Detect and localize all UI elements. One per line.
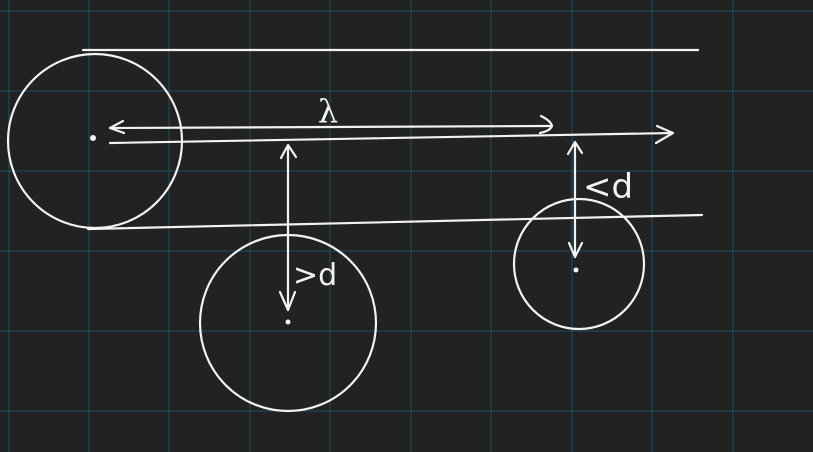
wavelength-label: λ <box>318 92 338 130</box>
less-than-d-label: <d <box>583 167 633 207</box>
wavelength-arrow <box>108 114 554 135</box>
far-obstacle-center-dot <box>285 319 291 325</box>
greater-than-d-label: >d <box>293 258 337 293</box>
beam-bottom-line <box>86 213 704 231</box>
near-obstacle-circle <box>512 197 646 331</box>
near-distance-arrow <box>566 140 584 259</box>
source-circle <box>6 52 184 230</box>
far-distance-arrow <box>278 143 298 312</box>
beam-axis-arrow <box>108 124 675 145</box>
source-center-dot <box>90 135 96 141</box>
near-obstacle-center-dot <box>573 267 579 273</box>
